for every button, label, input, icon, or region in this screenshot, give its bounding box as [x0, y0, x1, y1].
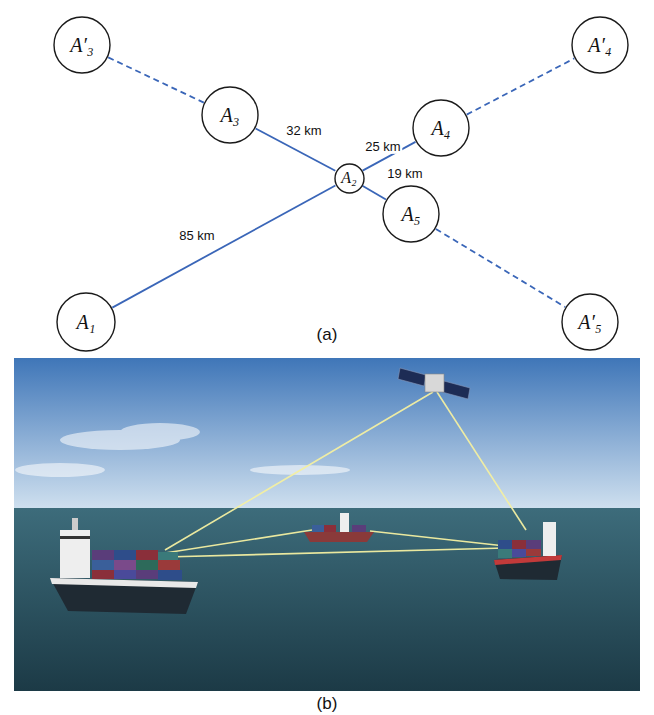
container	[512, 540, 526, 549]
station-label: A₄	[431, 118, 450, 138]
radio-link	[165, 392, 433, 550]
container	[114, 570, 136, 579]
circle-outline	[562, 294, 618, 350]
distance-label: 85 km	[177, 229, 216, 243]
station-circle: A′₄	[571, 16, 629, 74]
container	[498, 549, 512, 558]
container	[312, 525, 324, 532]
hull	[304, 532, 374, 542]
container	[526, 540, 541, 549]
distant-ship	[304, 513, 374, 542]
large-ship	[50, 518, 198, 614]
container	[526, 549, 541, 556]
hull	[494, 555, 562, 580]
bridge	[340, 513, 349, 532]
dashed-link	[467, 58, 575, 114]
container	[512, 549, 526, 557]
station-circle: A₂	[334, 163, 365, 194]
circle-outline	[572, 17, 628, 73]
satellite-body	[425, 374, 444, 392]
station-label: A₁	[76, 312, 95, 332]
container	[136, 560, 158, 570]
station-circle: A₃	[201, 86, 259, 144]
container	[324, 525, 336, 532]
solar-panel	[398, 368, 426, 386]
station-label: A₂	[341, 170, 356, 186]
circle-outline	[57, 293, 115, 351]
station-circle: A₅	[382, 185, 440, 243]
container	[92, 560, 114, 570]
bridge-windows	[60, 536, 90, 539]
container	[158, 560, 180, 570]
satellite	[398, 368, 470, 399]
container	[136, 550, 158, 560]
cloud	[15, 463, 105, 477]
sky	[14, 358, 640, 509]
container	[352, 525, 366, 532]
container	[114, 560, 136, 570]
container	[136, 570, 158, 579]
bridge	[543, 522, 556, 556]
distance-label: 25 km	[363, 140, 402, 154]
station-circle: A′₃	[53, 16, 111, 74]
solar-panel	[442, 381, 470, 399]
circle-outline	[383, 186, 439, 242]
circle-outline	[335, 164, 364, 193]
sea	[14, 508, 640, 691]
distance-label: 19 km	[385, 167, 424, 181]
radio-link	[165, 530, 312, 553]
panel-label: (a)	[317, 326, 338, 345]
station-label: A′₅	[578, 312, 602, 332]
circle-outline	[202, 87, 258, 143]
distance-label: 32 km	[284, 124, 323, 138]
funnel	[72, 518, 78, 530]
station-label: A′₄	[588, 35, 612, 55]
dashed-link	[436, 229, 565, 307]
bridge	[60, 530, 90, 578]
container	[92, 550, 114, 560]
clouds	[15, 423, 350, 477]
panel-label: (b)	[317, 695, 338, 714]
cloud	[120, 423, 200, 441]
container	[114, 550, 136, 560]
link-line	[362, 186, 386, 200]
radio-links	[165, 392, 526, 557]
link-line	[112, 185, 335, 307]
radio-link	[165, 548, 505, 557]
container	[158, 552, 178, 560]
container	[92, 570, 114, 579]
dashed-link	[108, 57, 204, 102]
circle-outline	[54, 17, 110, 73]
circle-outline	[413, 100, 469, 156]
station-label: A₅	[401, 204, 420, 224]
radio-link	[437, 392, 526, 530]
station-label: A₃	[220, 105, 239, 125]
right-ship	[494, 522, 562, 580]
container	[158, 570, 182, 580]
hull	[50, 578, 198, 614]
container	[498, 540, 512, 549]
station-circle: A′₅	[561, 293, 619, 351]
radio-link	[370, 531, 505, 546]
station-circle: A₁	[56, 292, 116, 352]
station-label: A′₃	[70, 35, 94, 55]
station-circle: A₄	[412, 99, 470, 157]
